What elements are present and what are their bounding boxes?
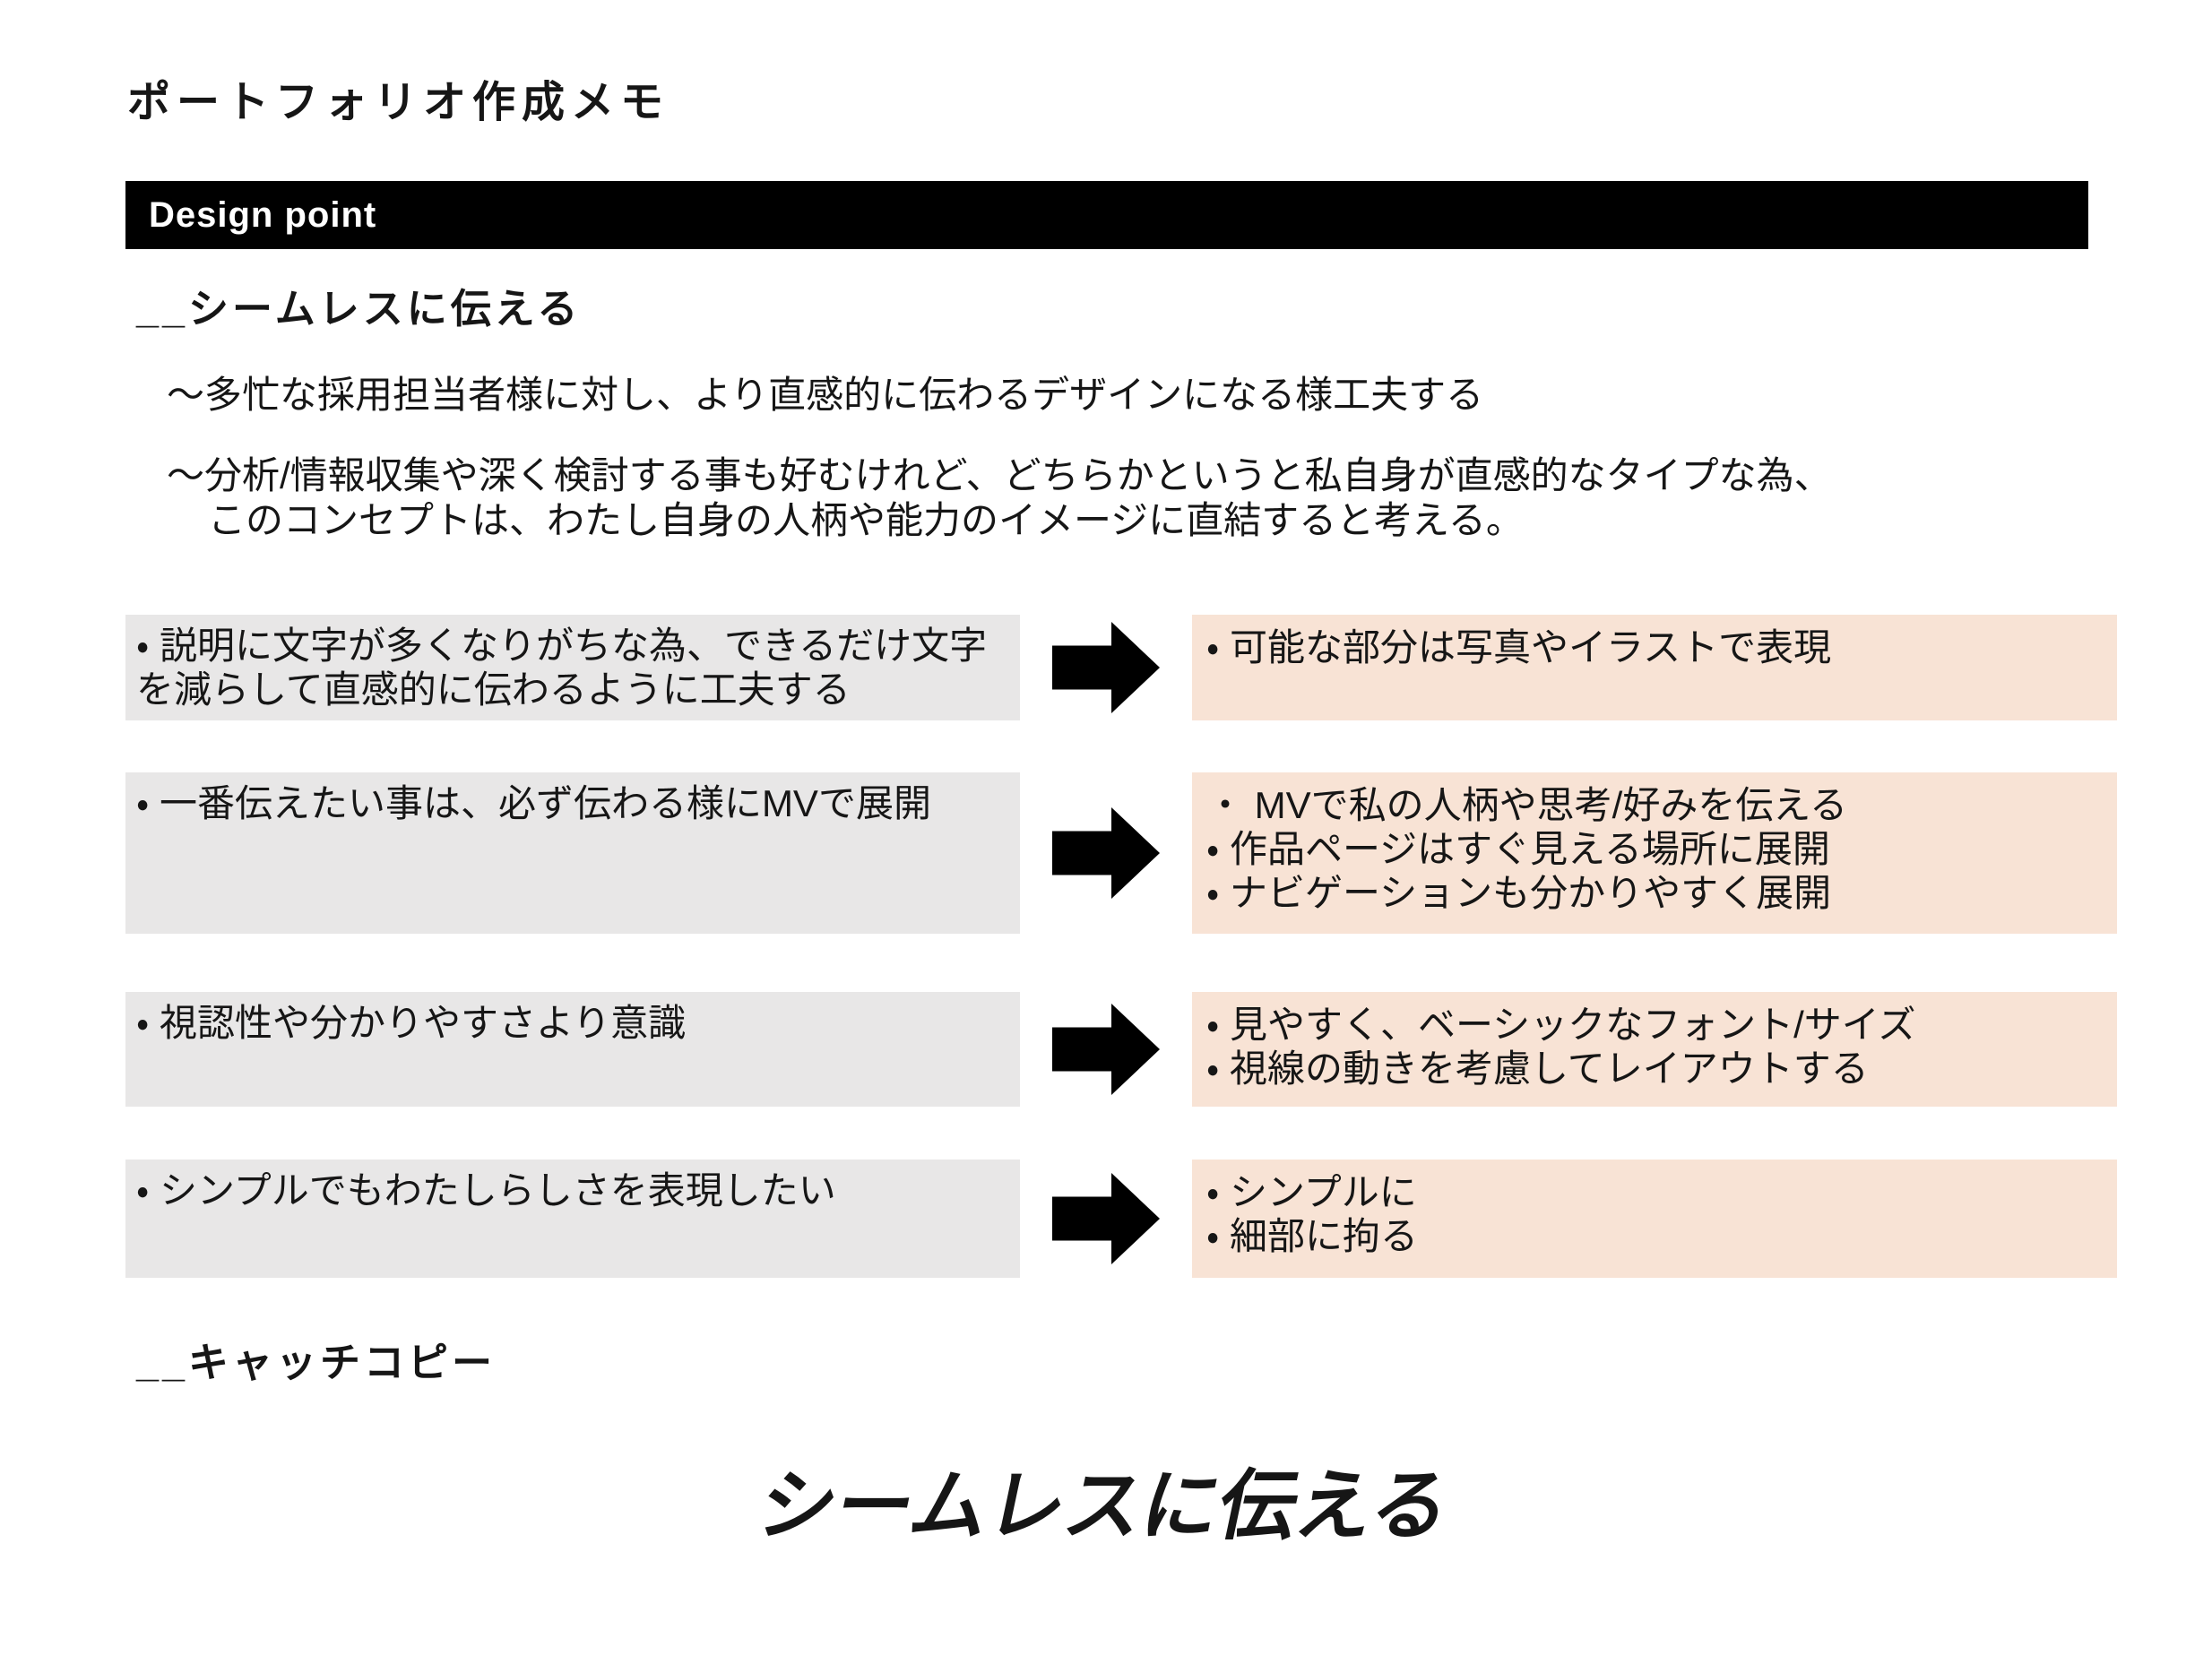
mapping-row-2: ・ 一番伝えたい事は、必ず伝わる様にMVで展開 ・ MVで私の人柄や思考/好みを… bbox=[125, 772, 2117, 934]
arrow-zone bbox=[1020, 1160, 1192, 1278]
banner-label: Design point bbox=[149, 194, 377, 235]
problem-text: ・ 説明に文字が多くなりがちな為、できるだけ文字を減らして直感的に伝わるように工… bbox=[136, 625, 988, 711]
concept-heading: __シームレスに伝える bbox=[136, 286, 582, 332]
problem-box: ・ 視認性や分かりやすさより意識 bbox=[125, 992, 1020, 1107]
problem-box: ・ 説明に文字が多くなりがちな為、できるだけ文字を減らして直感的に伝わるように工… bbox=[125, 615, 1020, 720]
solution-text: ・ 細部に拘る bbox=[1206, 1215, 1418, 1257]
solution-box: ・ 可能な部分は写真やイラストで表現 bbox=[1192, 615, 2117, 720]
solution-text: ・ 見やすく、ベーシックなフォント/サイズ bbox=[1206, 1004, 1916, 1046]
solution-text: ・ 作品ページはすぐ見える場所に展開 bbox=[1206, 828, 1830, 870]
catch-copy-text: シームレスに伝える bbox=[750, 1463, 1458, 1549]
solution-text: ・ シンプルに bbox=[1206, 1171, 1417, 1213]
arrow-zone bbox=[1020, 772, 1192, 934]
right-arrow-icon bbox=[1052, 1004, 1160, 1095]
solution-box: ・ MVで私の人柄や思考/好みを伝える ・ 作品ページはすぐ見える場所に展開 ・… bbox=[1192, 772, 2117, 934]
arrow-zone bbox=[1020, 615, 1192, 720]
arrow-zone bbox=[1020, 992, 1192, 1107]
mapping-row-1: ・ 説明に文字が多くなりがちな為、できるだけ文字を減らして直感的に伝わるように工… bbox=[125, 615, 2117, 720]
solution-text: ・ MVで私の人柄や思考/好みを伝える bbox=[1206, 784, 1848, 826]
concept-note-2-line-2: このコンセプトは、わたし自身の人柄や能力のイメージに直結すると考える。 bbox=[208, 499, 1524, 541]
problem-text: ・ シンプルでもわたしらしさを表現したい bbox=[136, 1169, 836, 1211]
mapping-row-4: ・ シンプルでもわたしらしさを表現したい ・ シンプルに ・ 細部に拘る bbox=[125, 1160, 2117, 1278]
mapping-row-3: ・ 視認性や分かりやすさより意識 ・ 見やすく、ベーシックなフォント/サイズ ・… bbox=[125, 992, 2117, 1107]
problem-text: ・ 一番伝えたい事は、必ず伝わる様にMVで展開 bbox=[136, 782, 931, 824]
page-title: ポートフォリオ作成メモ bbox=[127, 79, 670, 126]
concept-note-1: 〜多忙な採用担当者様に対し、より直感的に伝わるデザインになる様工夫する bbox=[167, 374, 1484, 416]
problem-text: ・ 視認性や分かりやすさより意識 bbox=[136, 1002, 687, 1044]
catch-copy-heading: __キャッチコピー bbox=[136, 1340, 497, 1385]
solution-box: ・ シンプルに ・ 細部に拘る bbox=[1192, 1160, 2117, 1278]
concept-note-2: 〜分析/情報収集や深く検討する事も好むけれど、どちらかというと私自身が直感的なタ… bbox=[167, 453, 1832, 543]
right-arrow-icon bbox=[1052, 1173, 1160, 1264]
right-arrow-icon bbox=[1052, 622, 1160, 713]
solution-text: ・ 視線の動きを考慮してレイアウトする bbox=[1206, 1048, 1869, 1090]
solution-box: ・ 見やすく、ベーシックなフォント/サイズ ・ 視線の動きを考慮してレイアウトす… bbox=[1192, 992, 2117, 1107]
problem-box: ・ 一番伝えたい事は、必ず伝わる様にMVで展開 bbox=[125, 772, 1020, 934]
concept-note-2-line-1: 〜分析/情報収集や深く検討する事も好むけれど、どちらかというと私自身が直感的なタ… bbox=[167, 454, 1832, 496]
solution-text: ・ 可能な部分は写真やイラストで表現 bbox=[1206, 626, 1832, 668]
problem-box: ・ シンプルでもわたしらしさを表現したい bbox=[125, 1160, 1020, 1278]
mapping-rows: ・ 説明に文字が多くなりがちな為、できるだけ文字を減らして直感的に伝わるように工… bbox=[125, 615, 2117, 1278]
right-arrow-icon bbox=[1052, 807, 1160, 899]
solution-text: ・ ナビゲーションも分かりやすく展開 bbox=[1206, 872, 1832, 914]
design-point-banner: Design point bbox=[125, 181, 2088, 249]
